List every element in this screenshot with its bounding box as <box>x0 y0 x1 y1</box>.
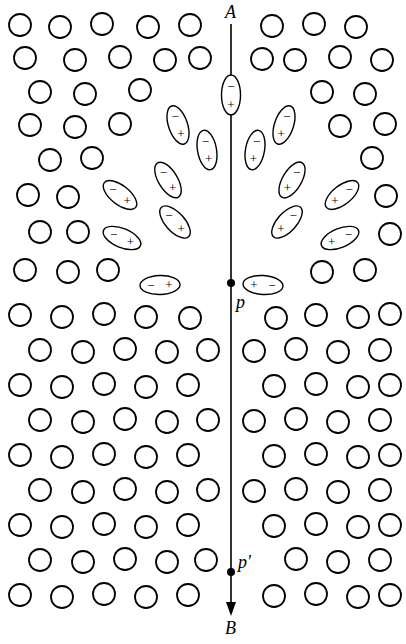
molecule-outline <box>138 150 198 210</box>
arrow-head <box>226 602 236 616</box>
molecule-outline <box>225 120 285 180</box>
charge-sign: − <box>283 110 290 123</box>
molecule-outline <box>92 208 152 268</box>
polarized-molecule: −+ <box>90 165 150 225</box>
charge-sign: + <box>277 222 284 235</box>
polarized-molecule: −+ <box>225 120 285 180</box>
charge-sign: − <box>147 279 154 292</box>
charge-sign: − <box>110 228 117 241</box>
molecule-outline <box>177 120 237 180</box>
molecule-outline <box>90 165 150 225</box>
charge-sign: + <box>169 181 176 194</box>
polarized-molecule: −+ <box>310 208 370 268</box>
charge-sign: − <box>268 279 275 292</box>
charge-sign: − <box>171 110 178 123</box>
charge-sign: + <box>123 194 130 207</box>
charge-sign: − <box>227 80 234 93</box>
polarized-molecule: −+ <box>201 65 261 125</box>
point-dot <box>227 568 235 576</box>
charge-sign: + <box>165 278 172 291</box>
charge-sign: − <box>345 228 352 241</box>
point-label: p' <box>238 552 251 572</box>
charge-sign: + <box>250 278 257 291</box>
point-dot <box>227 279 235 287</box>
polarized-molecule: −+ <box>262 150 322 210</box>
molecule-outline <box>310 208 370 268</box>
polarized-molecule: −+ <box>257 192 317 252</box>
molecule-outline <box>201 65 261 125</box>
polarized-molecule: −+ <box>312 165 372 225</box>
molecule-outline <box>312 165 372 225</box>
molecule-outline <box>262 150 322 210</box>
charge-sign: + <box>127 235 134 248</box>
charge-sign: + <box>284 181 291 194</box>
charge-sign: − <box>202 135 209 148</box>
charge-sign: + <box>227 98 234 111</box>
charge-sign: + <box>331 194 338 207</box>
charge-sign: − <box>109 183 116 196</box>
charge-sign: − <box>293 166 300 179</box>
charge-sign: + <box>177 127 184 140</box>
charge-sign: − <box>165 209 172 222</box>
molecule-outline <box>130 255 190 315</box>
polarized-molecule: −+ <box>92 208 152 268</box>
charge-sign: − <box>160 166 167 179</box>
polarized-molecule: −+ <box>130 255 190 315</box>
point-label: p <box>236 292 245 312</box>
polarized-molecule: −+ <box>138 150 198 210</box>
point-label: B <box>225 618 236 638</box>
charge-sign: + <box>250 152 257 165</box>
charge-sign: + <box>328 235 335 248</box>
polarized-molecule: −+ <box>145 192 205 252</box>
charge-sign: + <box>177 222 184 235</box>
molecule-circles <box>9 13 401 608</box>
charge-sign: + <box>277 127 284 140</box>
polarized-molecule: −+ <box>177 120 237 180</box>
molecule-outline <box>145 192 205 252</box>
molecule-outline <box>257 192 317 252</box>
charge-sign: − <box>345 183 352 196</box>
charge-sign: − <box>289 209 296 222</box>
charge-sign: + <box>205 152 212 165</box>
point-label: A <box>225 2 236 22</box>
charge-sign: − <box>253 135 260 148</box>
